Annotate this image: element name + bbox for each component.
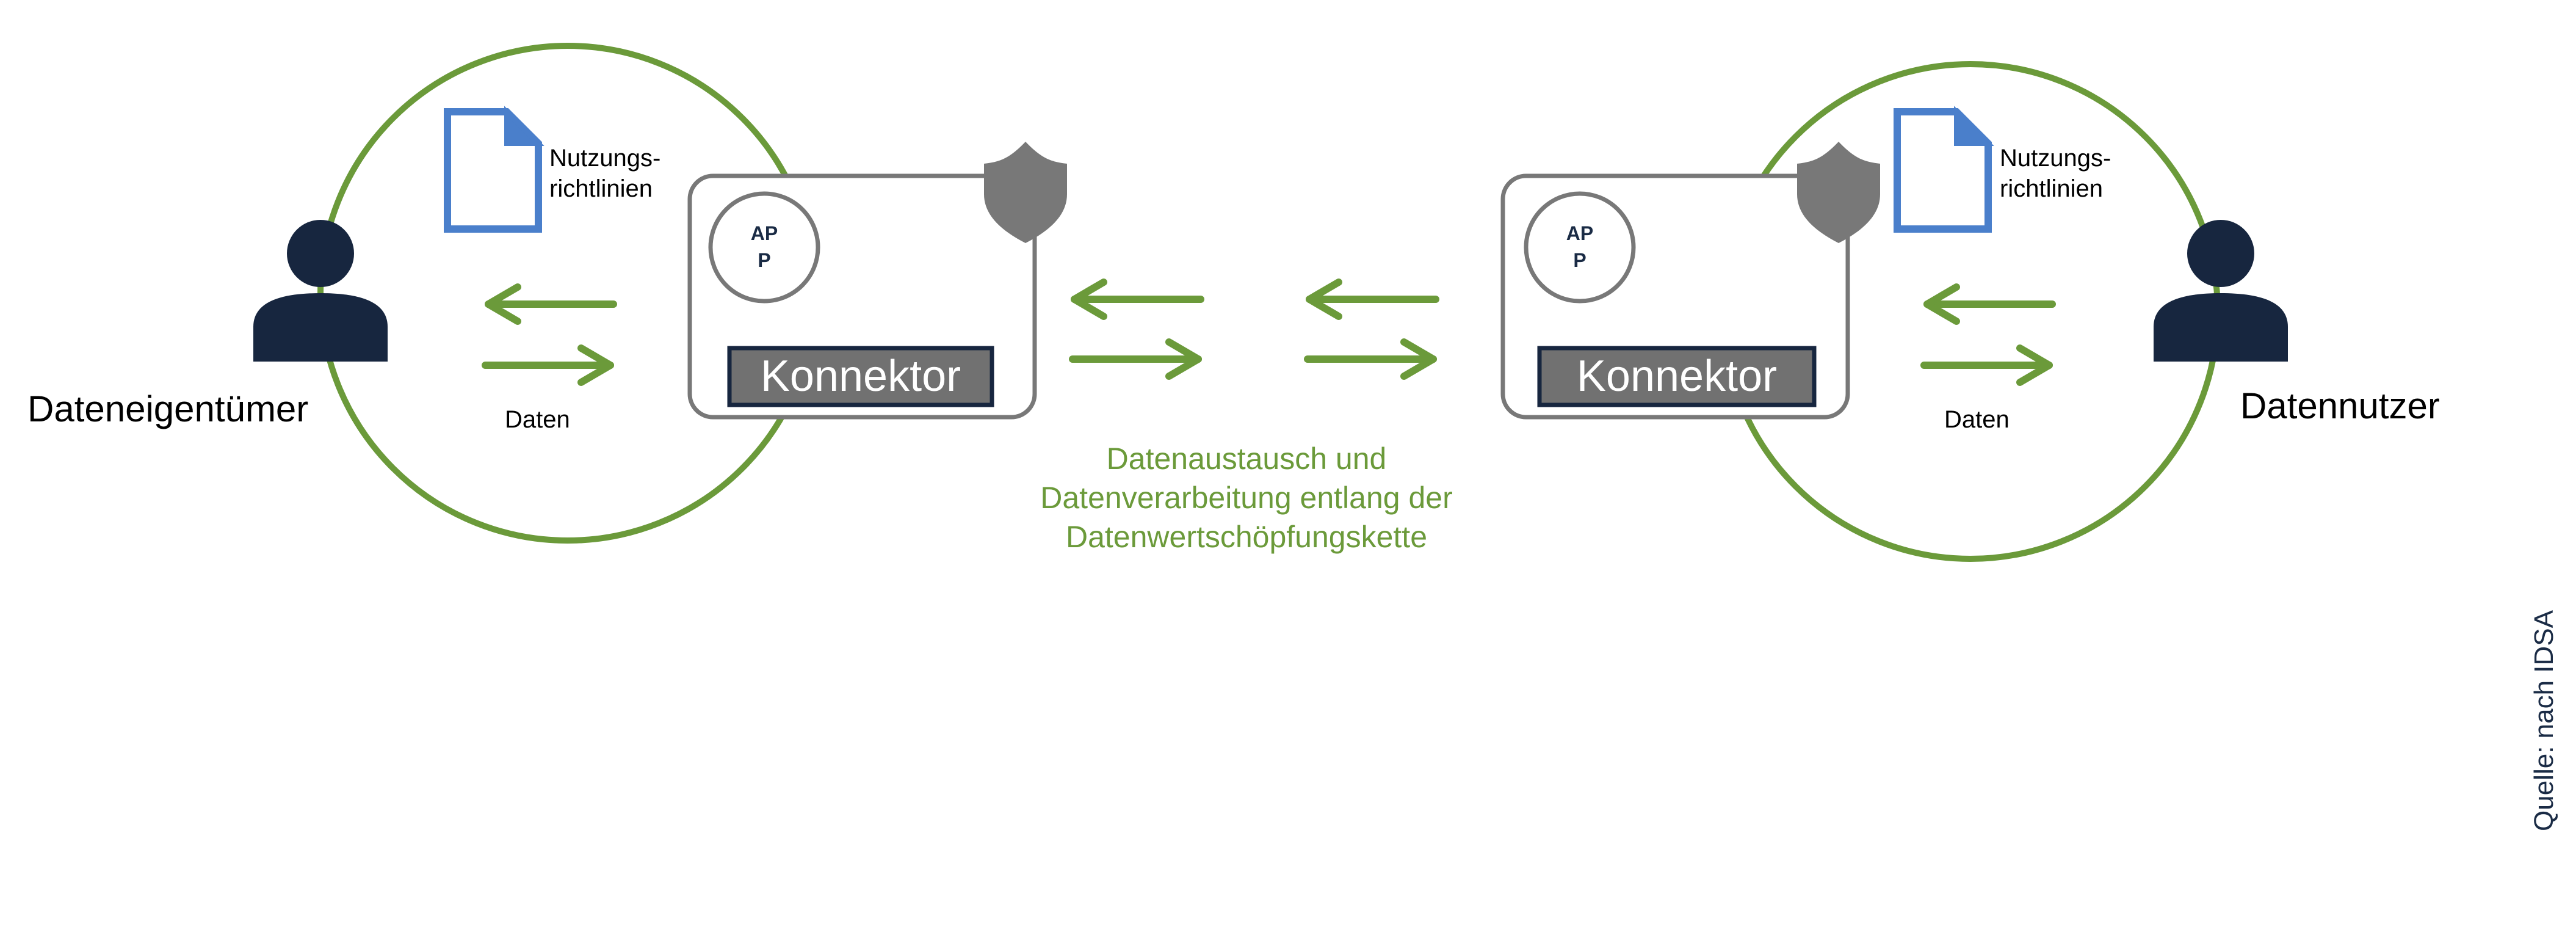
left-policy-document-icon: [444, 106, 545, 233]
right-app-label-line1: AP: [1566, 222, 1593, 244]
exchange-caption-line1: Datenaustausch und: [1107, 442, 1387, 476]
left-app-label-line2: P: [758, 249, 770, 271]
right-policy-label-line1: Nutzungs-: [2000, 145, 2111, 172]
left-shield-icon: [984, 142, 1067, 243]
data-owner-label: Dateneigentümer: [27, 388, 308, 429]
center-left-arrows: [1069, 279, 1204, 380]
left-policy-label-line2: richtlinien: [549, 175, 653, 202]
left-app-circle: [708, 191, 820, 304]
left-policy-label-line1: Nutzungs-: [549, 145, 660, 172]
right-data-label: Daten: [1944, 406, 2010, 433]
center-right-arrows: [1304, 279, 1439, 380]
source-note: Quelle: nach IDSA: [2529, 610, 2559, 831]
right-policy-document-icon: [1894, 106, 1994, 233]
data-owner-icon: [253, 220, 388, 362]
right-app-circle: [1524, 191, 1636, 304]
right-connector-label-box: [1537, 346, 1817, 407]
data-user-icon: [2154, 220, 2288, 362]
exchange-caption-line2: Datenverarbeitung entlang der: [1040, 481, 1452, 515]
data-user-label: Datennutzer: [2240, 385, 2440, 426]
left-connector-label: Konnektor: [761, 352, 961, 401]
right-connector-label: Konnektor: [1577, 352, 1777, 401]
right-bidirectional-arrows: [1920, 283, 2056, 386]
left-data-label: Daten: [505, 406, 570, 433]
exchange-caption-line3: Datenwertschöpfungskette: [1066, 520, 1427, 554]
left-connector-label-box: [727, 346, 994, 407]
right-app-label-line2: P: [1573, 249, 1586, 271]
left-app-label-line1: AP: [751, 222, 778, 244]
right-shield-icon: [1797, 142, 1880, 243]
right-policy-label-line2: richtlinien: [2000, 175, 2103, 202]
left-bidirectional-arrows: [482, 283, 617, 386]
